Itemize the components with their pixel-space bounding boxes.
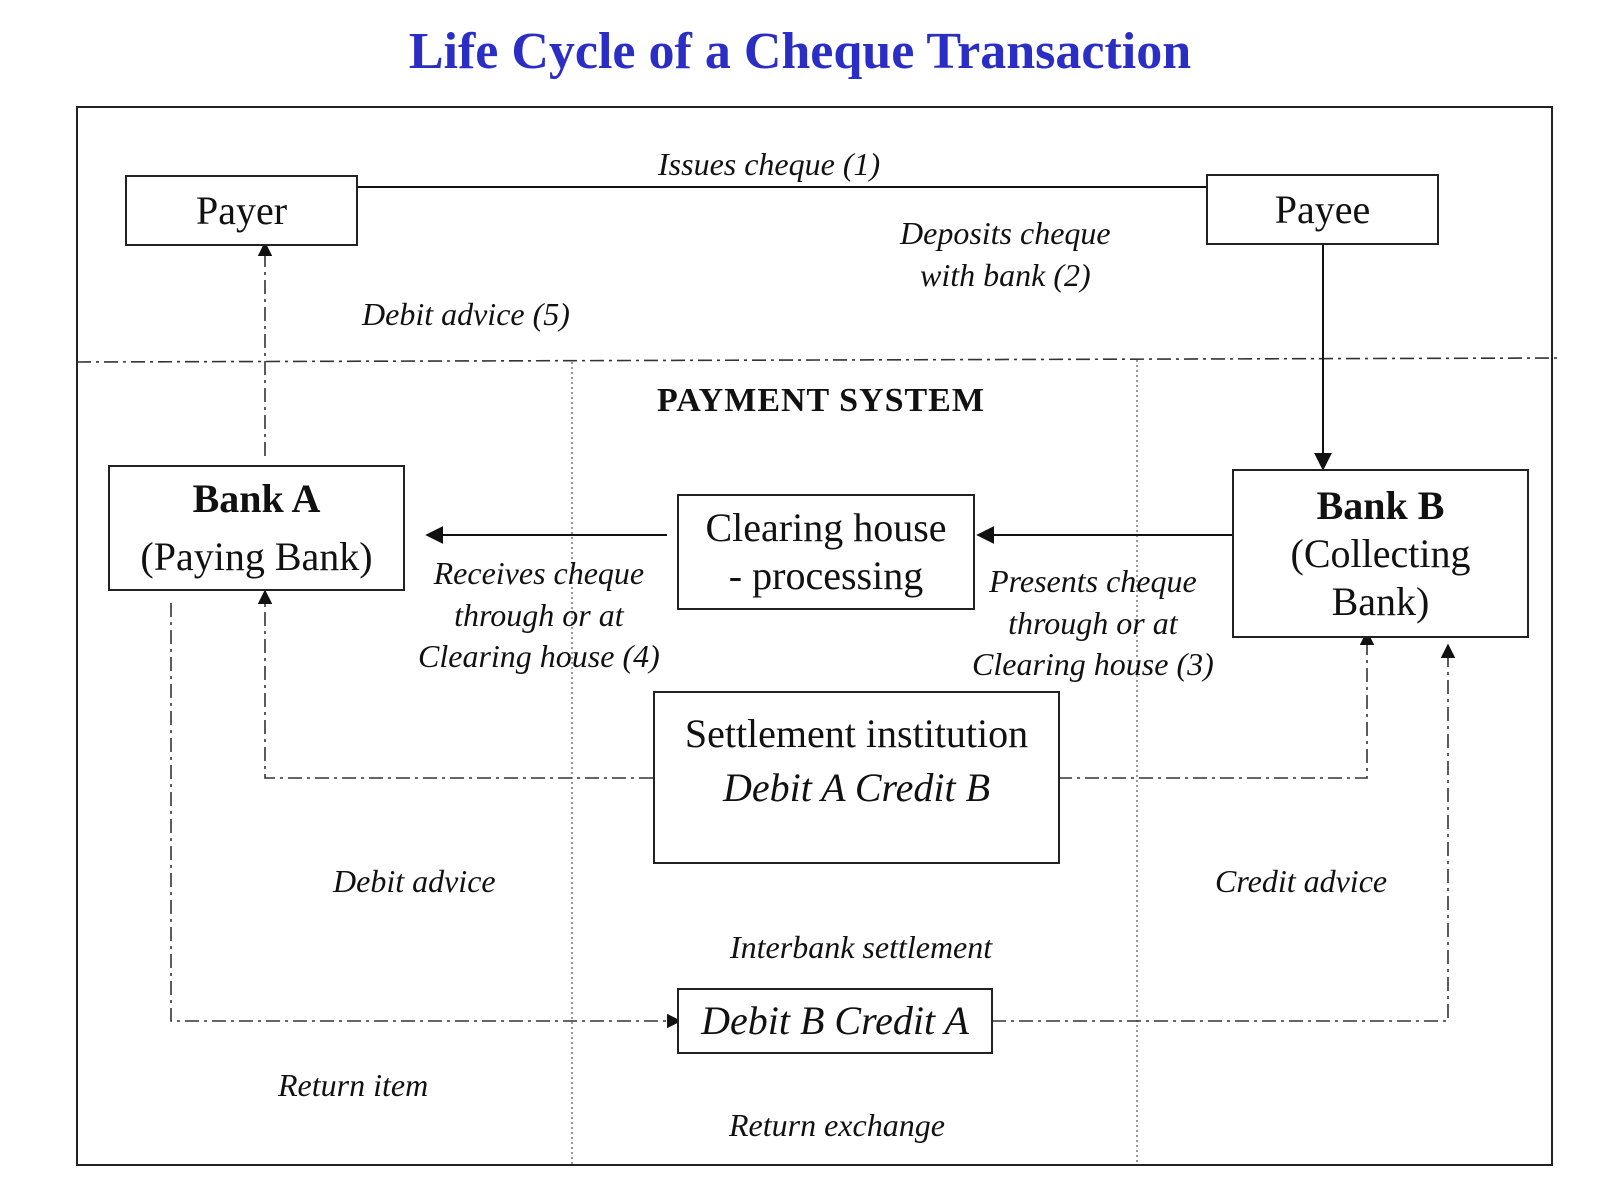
payee-label: Payee [1274,186,1371,232]
return-exchange-label: Return exchange [729,1107,945,1143]
settlement-to-bank-a [257,589,653,779]
bank-b-role-line2: Bank) [1331,578,1430,624]
issues-cheque-label: Issues cheque (1) [658,146,881,182]
return-item-label: Return item [278,1067,429,1103]
return-exchange-arrow [992,643,1456,1022]
return-box-label: Debit B Credit A [701,998,969,1043]
deposits-line1: Deposits cheque [900,215,1111,251]
bank-b-name: Bank B [1316,482,1445,528]
clearing-line1: Clearing house [705,505,947,550]
payer-label: Payer [195,187,288,233]
credit-advice-label: Credit advice [1215,863,1388,899]
settlement-line1: Settlement institution [684,711,1029,756]
interbank-settlement-label: Interbank settlement [730,929,993,965]
payment-system-header: PAYMENT SYSTEM [657,382,985,419]
receives-line3: Clearing house (4) [418,638,660,675]
payment-system-separator [76,357,1561,363]
page-title: Life Cycle of a Cheque Transaction [408,23,1192,80]
bank-b-role-line1: (Collecting [1290,530,1471,576]
presents-label: Presents cheque through or at Clearing h… [972,561,1214,686]
settlement-line2: Debit A Credit B [722,765,991,810]
clearing-line2: - processing [728,553,924,598]
deposits-line2: with bank (2) [919,256,1091,293]
presents-line3: Clearing house (3) [972,646,1214,683]
return-item-arrow [170,603,682,1029]
bank-b-box: Bank B (Collecting Bank) [1232,469,1529,638]
payee-box: Payee [1206,174,1439,245]
payer-box: Payer [125,175,358,246]
presents-line2: through or at [1008,604,1178,641]
settlement-to-bank-b [1058,630,1375,779]
bank-a-role: (Paying Bank) [140,534,373,579]
outer-frame [76,106,1553,1166]
debit-advice-5-label: Debit advice (5) [362,296,570,332]
return-box: Debit B Credit A [677,988,993,1054]
receives-line2: through or at [454,596,624,633]
debit-advice-label: Debit advice [333,863,496,899]
settlement-box: Settlement institution Debit A Credit B [653,691,1060,864]
receives-line1: Receives cheque [433,555,645,591]
bank-a-box: Bank A (Paying Bank) [108,465,405,591]
clearing-house-box: Clearing house - processing [677,494,975,610]
receives-label: Receives cheque through or at Clearing h… [418,553,660,678]
presents-line1: Presents cheque [989,563,1197,599]
bank-a-name: Bank A [192,476,321,521]
deposits-label: Deposits cheque with bank (2) [900,213,1111,296]
